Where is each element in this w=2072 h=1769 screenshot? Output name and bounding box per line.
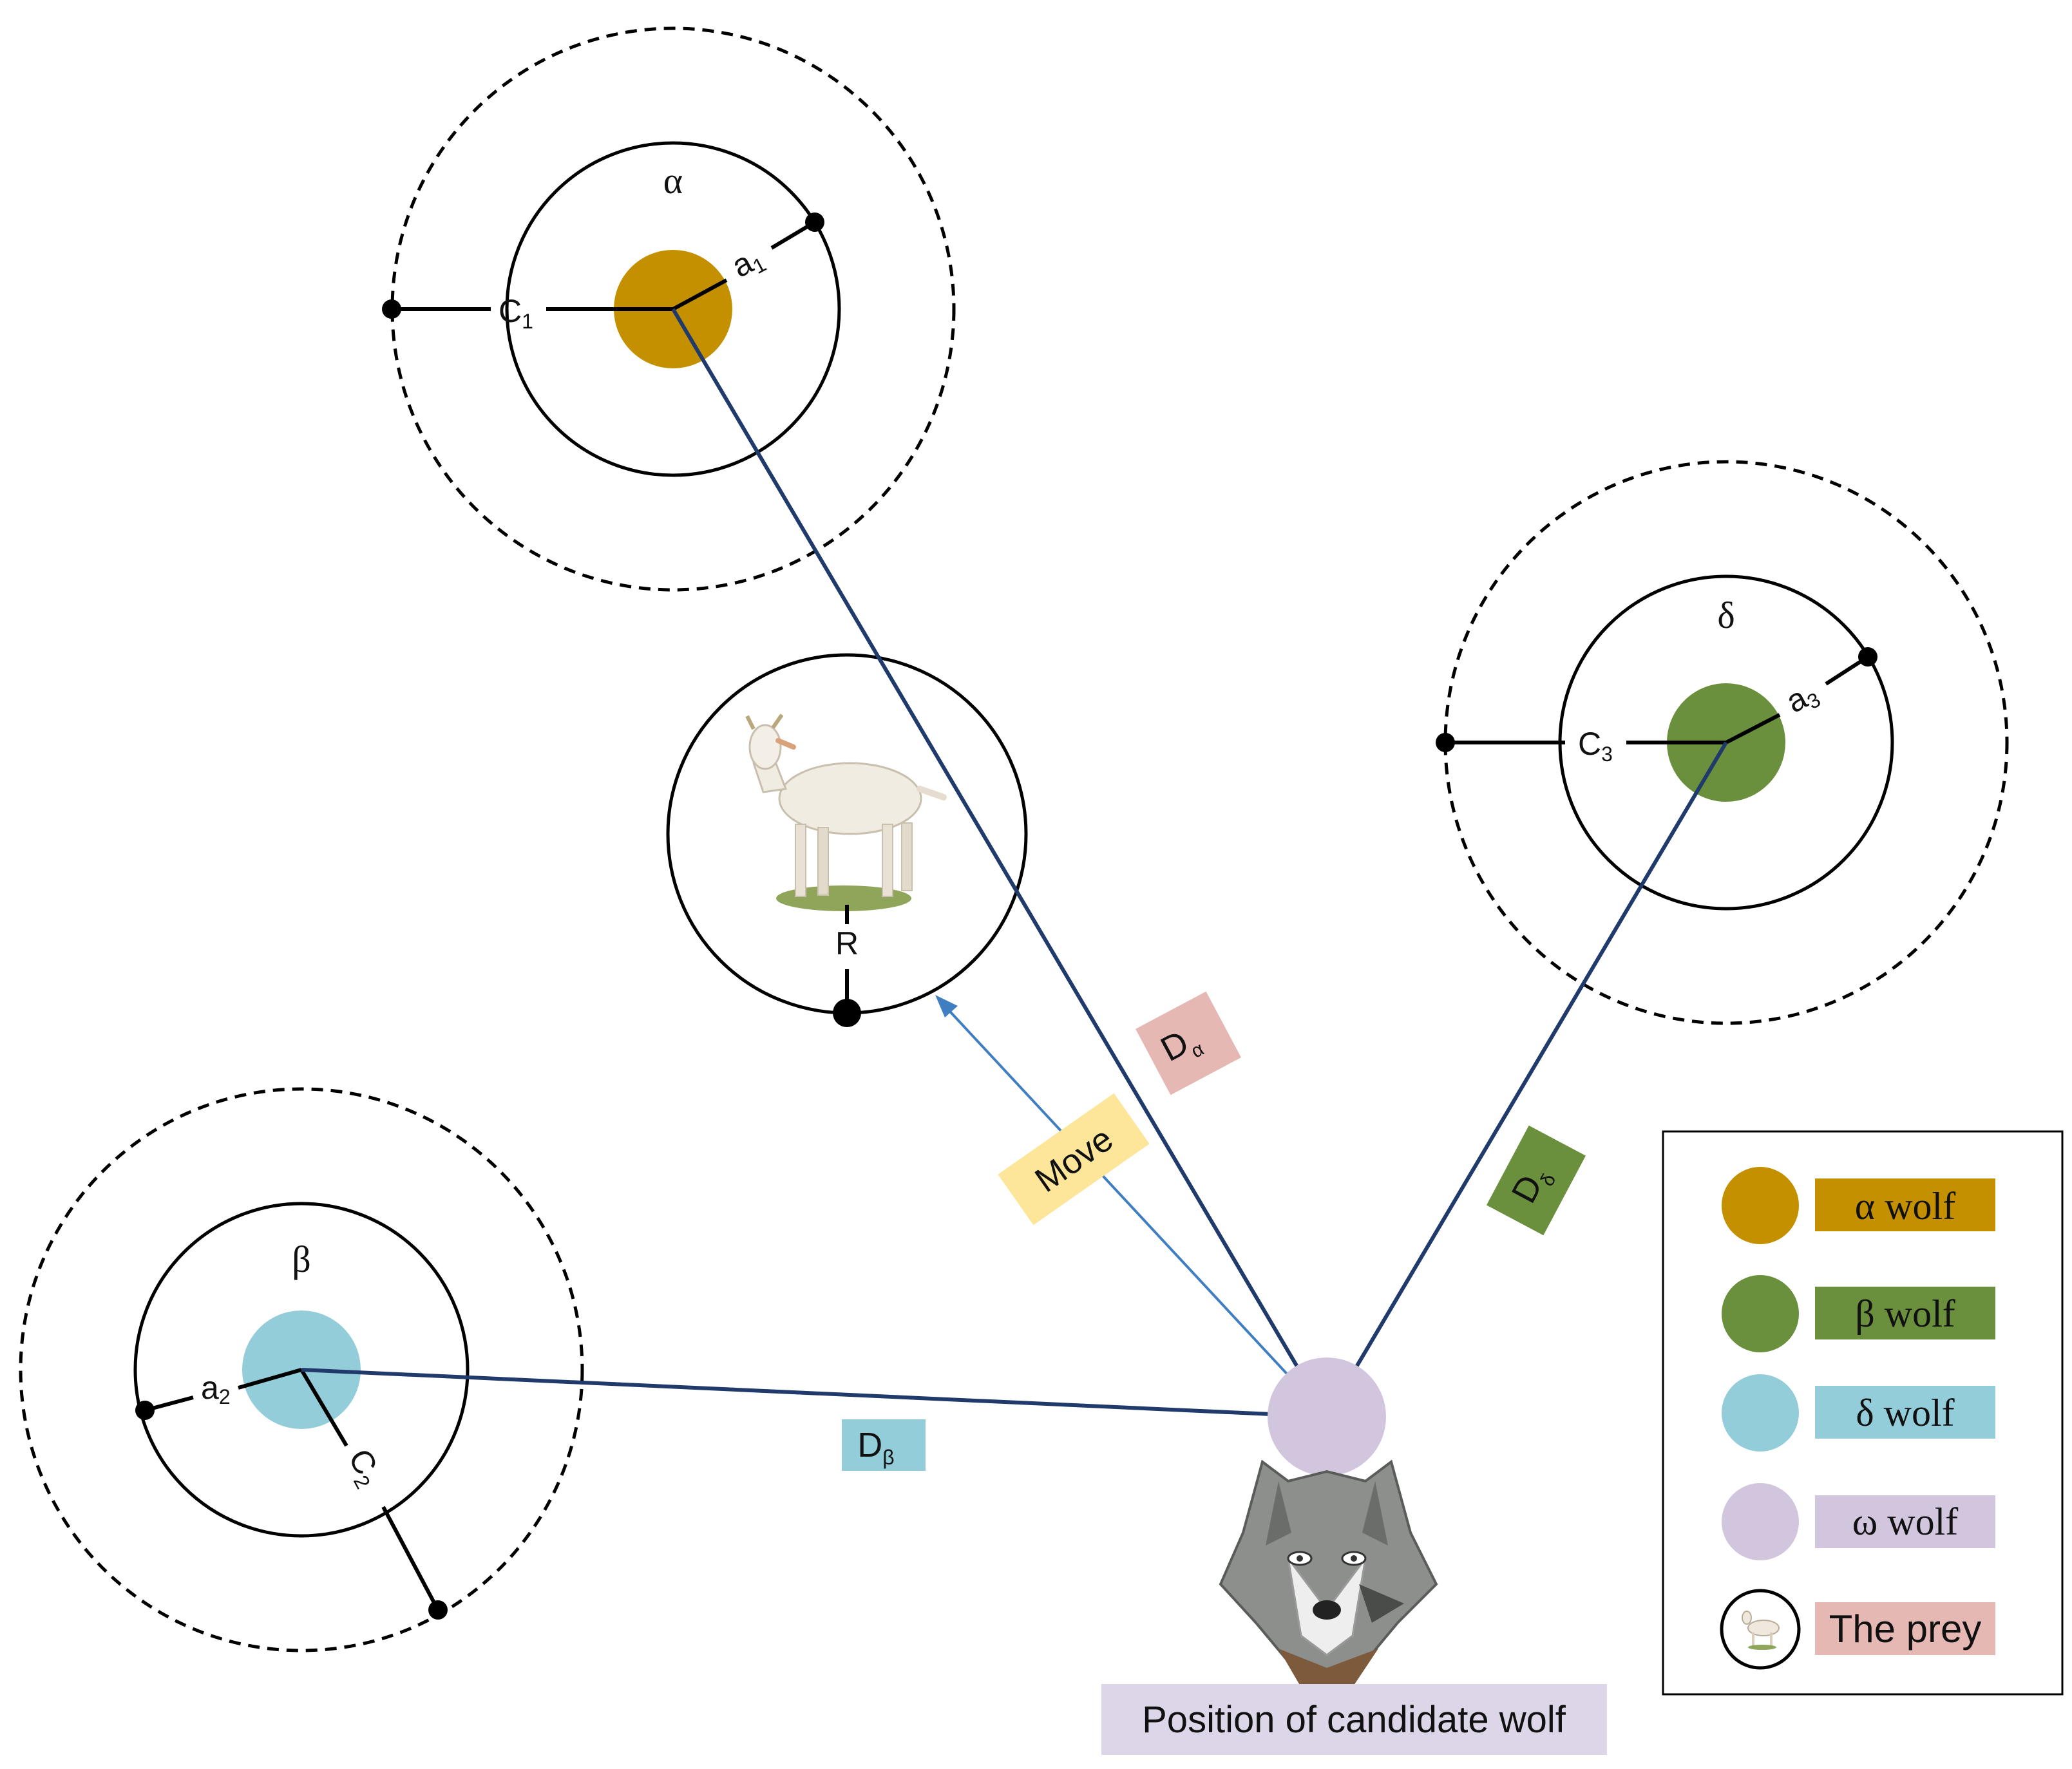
beta-a-label: a2 [201, 1370, 231, 1408]
alpha-inner-circle [505, 141, 841, 477]
beta-a-line [238, 1368, 302, 1390]
legend-beta-label: β wolf [1855, 1292, 1955, 1335]
beta-outer-dashed-circle [19, 1087, 584, 1652]
alpha-a-label: a1 [726, 239, 770, 287]
goat-image [745, 714, 947, 911]
alpha-symbol: α [663, 160, 683, 202]
alpha-a-endpoint [805, 213, 824, 232]
wolf-head-image [1219, 1459, 1438, 1687]
delta-outer-dashed-circle [1443, 460, 2009, 1025]
legend-prey-goat-icon [1742, 1611, 1780, 1650]
legend-omega-marker [1722, 1483, 1799, 1560]
legend-alpha-label: α wolf [1855, 1185, 1955, 1227]
legend-alpha-label-bg [1815, 1178, 1995, 1231]
prey-group: R [666, 653, 1028, 1027]
legend-omega-label: ω wolf [1852, 1500, 1958, 1543]
legend-delta-label-bg [1815, 1386, 1995, 1439]
candidate-caption: Position of candidate wolf [1142, 1699, 1566, 1741]
delta-a-line [1725, 713, 1781, 744]
prey-radius-label: R [835, 925, 859, 961]
legend-beta-label-bg [1815, 1287, 1995, 1339]
omega-wolf-marker [1268, 1357, 1386, 1476]
move-tag: Move [998, 1093, 1150, 1225]
distance-lines [301, 308, 1728, 1419]
d-alpha-tag: Dα [1136, 991, 1241, 1095]
delta-c-endpoint [1436, 733, 1455, 752]
legend-delta-marker [1722, 1374, 1799, 1452]
legend-prey-label-bg [1815, 1602, 1995, 1655]
legend-beta-marker [1722, 1275, 1799, 1352]
alpha-wolf-group: C1 a1 α [382, 26, 956, 592]
delta-wolf-group: C3 a3 δ [1436, 460, 2009, 1025]
legend-delta-label: δ wolf [1856, 1392, 1954, 1434]
legend-prey-label: The prey [1829, 1607, 1982, 1651]
move-arrow [935, 995, 1328, 1418]
svg-text:Dβ: Dβ [857, 1426, 894, 1469]
delta-a-endpoint [1858, 647, 1877, 667]
delta-symbol: δ [1717, 594, 1735, 636]
d-beta-line [301, 1368, 1327, 1419]
d-delta-line [1325, 741, 1728, 1418]
beta-c-endpoint [428, 1600, 448, 1620]
legend-omega-label-bg [1815, 1495, 1995, 1548]
beta-c-line-outer [381, 1506, 440, 1611]
beta-symbol: β [292, 1238, 311, 1280]
d-alpha-line [671, 308, 1329, 1418]
d-delta-tag: Dδ [1486, 1125, 1586, 1236]
beta-c-label: C2 [338, 1443, 390, 1493]
legend-alpha-marker [1722, 1167, 1799, 1244]
beta-a-endpoint [135, 1401, 155, 1420]
legend: α wolf β wolf δ wolf ω wolf The prey [1662, 1130, 2064, 1696]
alpha-outer-dashed-circle [390, 26, 956, 592]
candidate-caption-box [1101, 1684, 1607, 1755]
alpha-c-label: C1 [499, 293, 533, 333]
candidate-wolf-group: Position of candidate wolf [1101, 1357, 1607, 1755]
delta-c-label: C3 [1578, 726, 1613, 766]
beta-c-line [299, 1368, 348, 1447]
alpha-a-line [672, 278, 728, 311]
delta-a-label: a3 [1780, 674, 1824, 722]
alpha-c-endpoint [382, 299, 401, 319]
beta-inner-circle [133, 1202, 470, 1538]
prey-radius-endpoint [833, 999, 861, 1027]
d-beta-tag: Dβ [842, 1419, 926, 1471]
